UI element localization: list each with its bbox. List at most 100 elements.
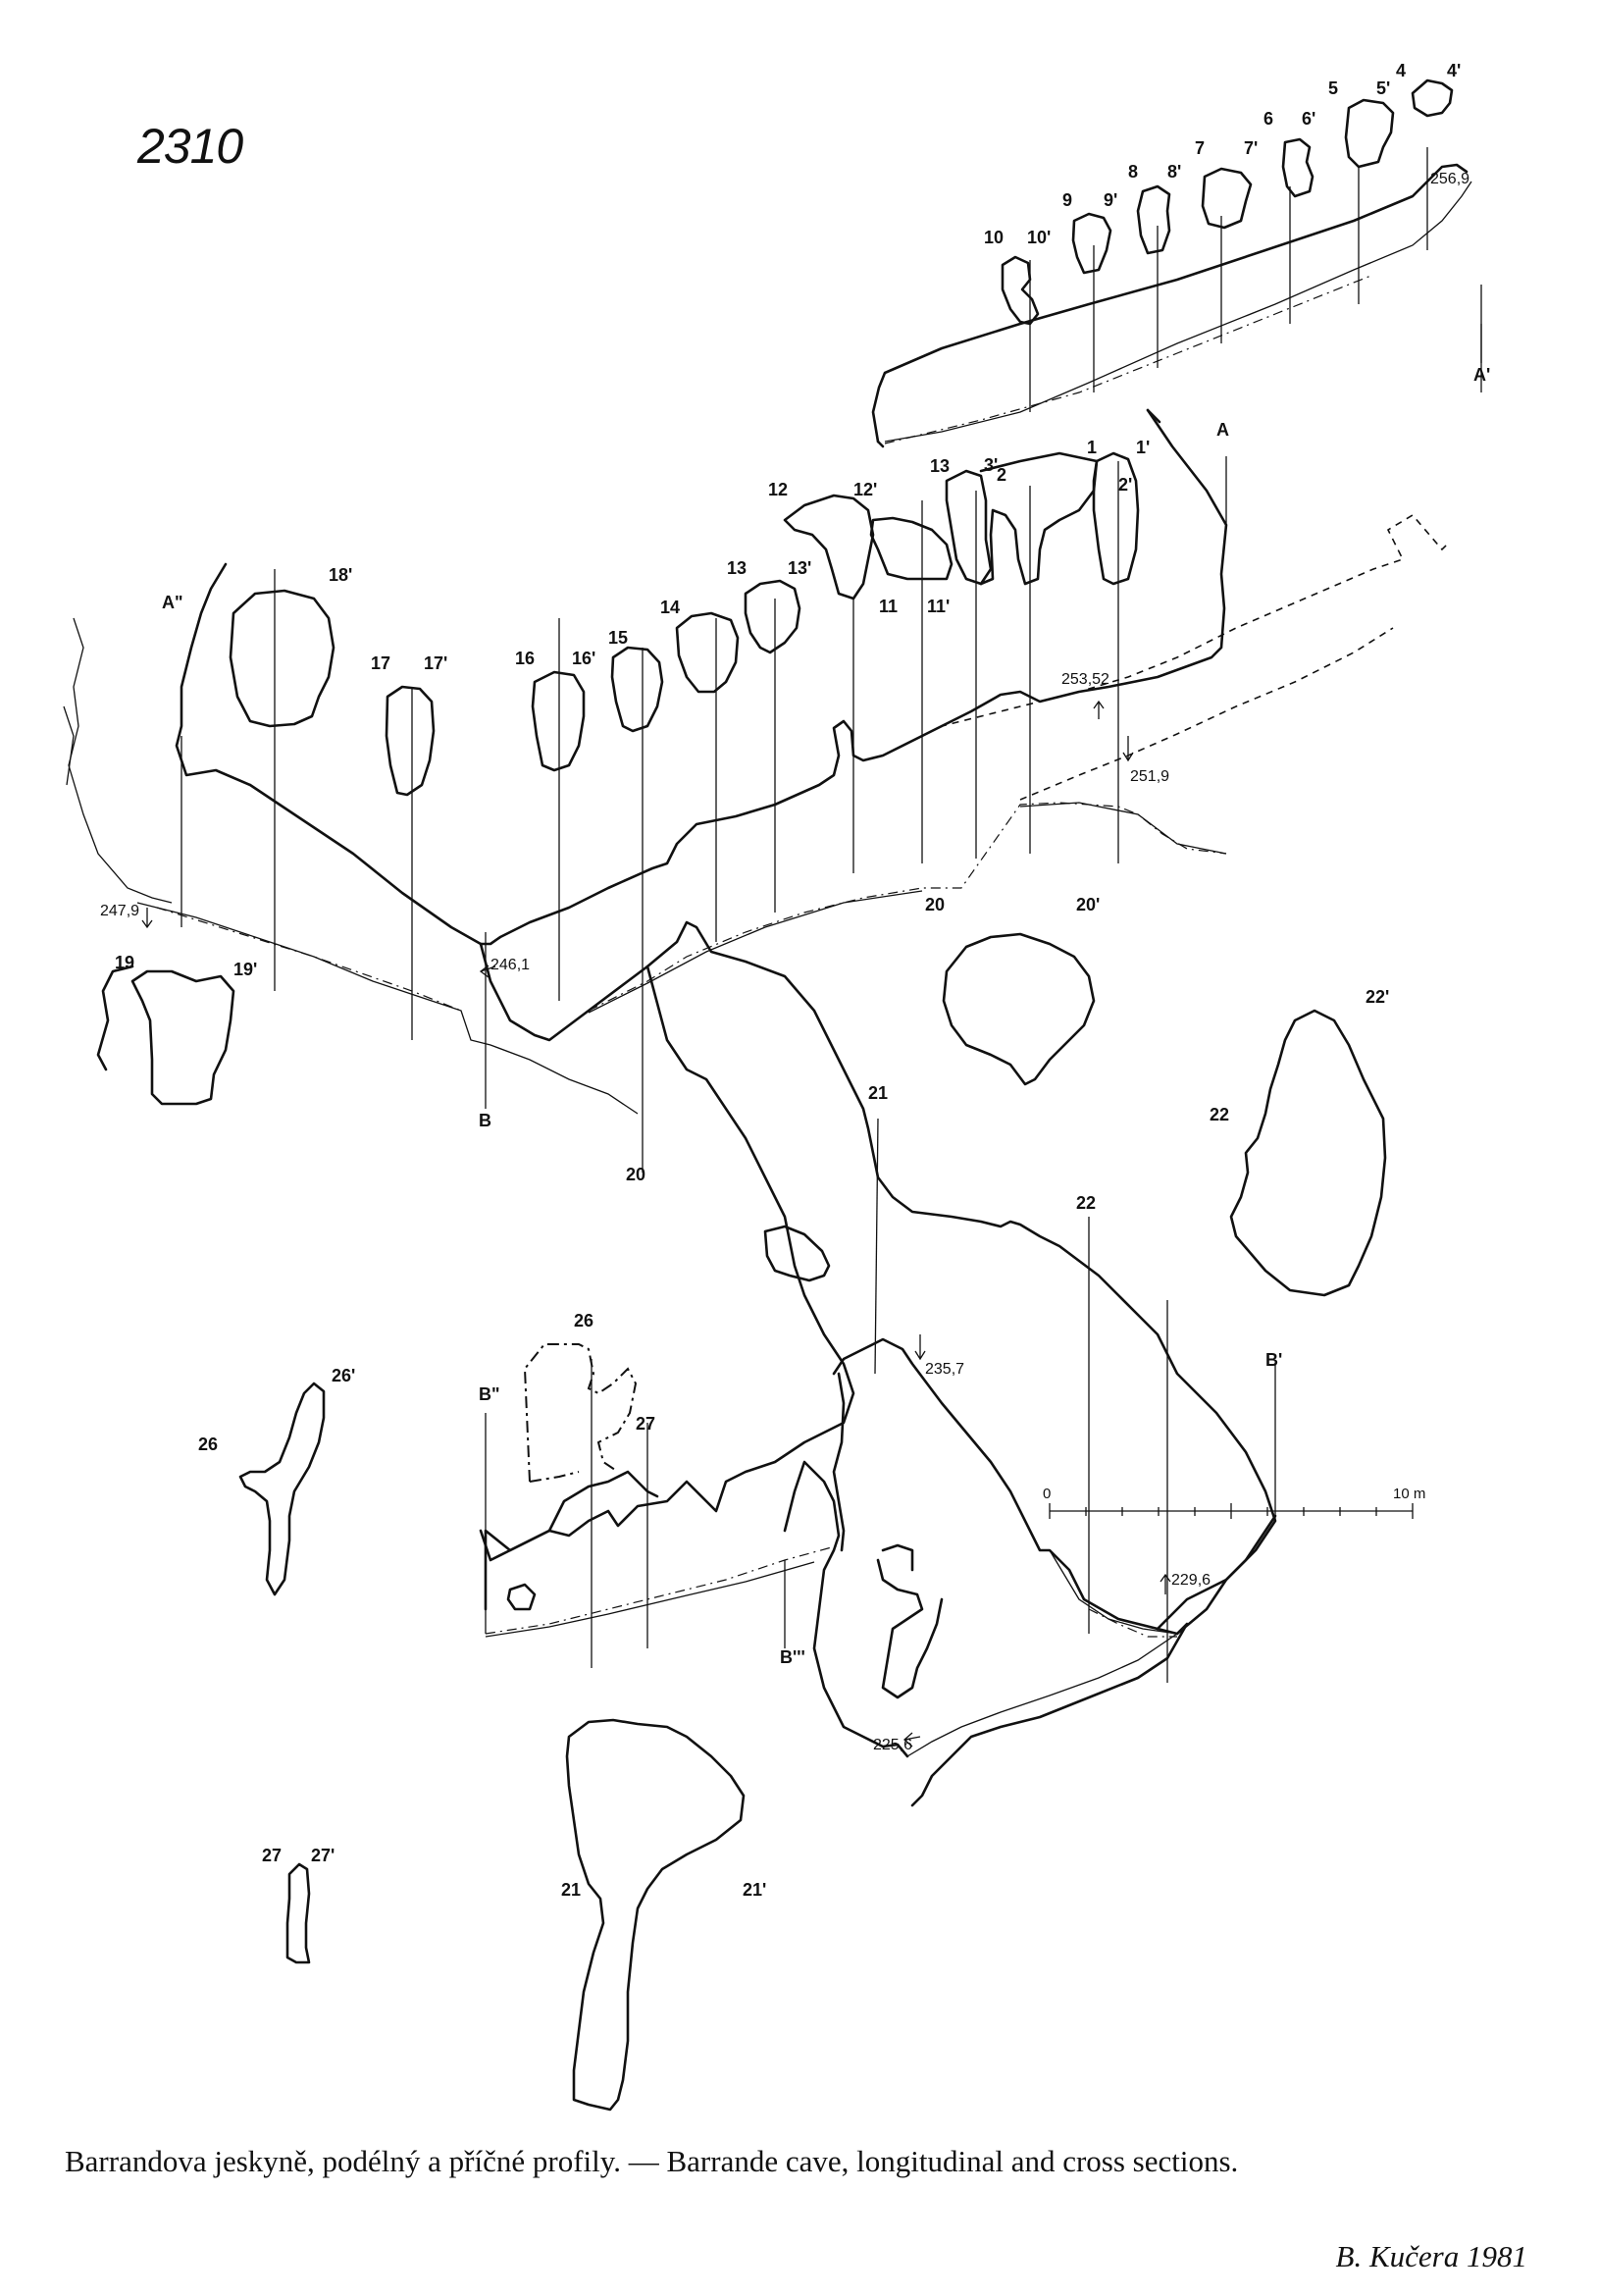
section-label: 16 [515,649,535,668]
section-label: 11 [879,597,898,616]
section-label: 20 [626,1165,645,1184]
section-4-outline [1411,78,1454,118]
elevation-label: 225,6 [873,1737,912,1753]
section-label: 26 [198,1435,218,1454]
section-3-outline [945,469,993,586]
section-label: 10 [984,228,1004,247]
section-label: 26' [332,1366,355,1385]
section-label: 5 [1328,78,1338,98]
profile-label-b2: B" [479,1384,500,1404]
section-label: 9' [1104,190,1117,210]
section-label: 12 [768,480,788,499]
section-label: 8 [1128,162,1138,182]
profile-label-b1: B' [1265,1350,1282,1370]
section-label: 3' [984,455,998,475]
section-label: 14 [660,598,680,617]
section-label: 7 [1195,138,1205,158]
profile-label-a1: A' [1473,365,1490,385]
figure-author: B. Kučera 1981 [1335,2239,1527,2273]
section-14-outline [675,611,740,694]
elevation-label: 229,6 [1171,1572,1211,1589]
longitudinal-profile-b [484,1337,1277,1807]
profile-label-b3: B''' [780,1647,805,1667]
section-label: 21 [868,1083,888,1103]
elevation-label: 251,9 [1130,768,1169,785]
scale-start-label: 0 [1043,1486,1051,1502]
section-label: 16' [572,649,595,668]
section-label: 17' [424,653,447,673]
section-5-outline [1344,98,1395,169]
section-label: 21 [561,1880,581,1900]
section-label: 2 [997,465,1006,485]
section-label: 26 [574,1311,593,1331]
section-numbers: 4 4' 5 5' 6 6' 7 7' 8 8' 9 9' 10 10' 1 1… [115,61,1461,1900]
section-label: 21' [743,1880,766,1900]
section-1-outline [1092,451,1140,586]
section-label: 13 [930,456,950,476]
section-16-outline [531,670,586,772]
section-label: 22 [1210,1105,1229,1124]
section-17-outline [385,685,436,797]
section-label: 27' [311,1846,335,1865]
blob-outline [763,1225,831,1282]
section-label: 13 [727,558,747,578]
profile-label-a2: A" [162,593,183,612]
elevation-label: 246,1 [490,957,530,973]
section-2-outline [979,451,1099,586]
section-label: 27 [636,1414,655,1434]
section-label: 5' [1376,78,1390,98]
section-label: 1 [1087,438,1097,457]
elevation-label: 235,7 [925,1361,964,1378]
section-label: 22 [1076,1193,1096,1213]
section-27-outline [285,1862,311,1964]
section-label: 8' [1167,162,1181,182]
longitudinal-profile-a [871,163,1472,448]
profile-label-b: B [479,1111,491,1130]
section-label: 4' [1447,61,1461,80]
section-6-outline [1281,137,1314,198]
section-label: 20' [1076,895,1100,914]
section-label: 10' [1027,228,1051,247]
section-18-outline [229,589,335,728]
section-19-outline [130,969,235,1106]
section-label: 19 [115,953,134,972]
section-label: 1' [1136,438,1150,457]
profile-labels: A A' A" B B' B" B''' [162,365,1490,1667]
section-label: 20 [925,895,945,914]
section-label: 4 [1396,61,1406,80]
section-8-outline [1136,184,1171,255]
page-number: 2310 [137,119,243,174]
section-label: 27 [262,1846,282,1865]
elevation-values: 256,9 253,52 251,9 247,9 246,1 235,7 229… [100,171,1469,1753]
section-label: 18' [329,565,352,585]
section-11-outline [869,516,954,581]
section-26-outline [238,1382,326,1596]
scale-bar: 0 10 m [1043,1486,1425,1519]
section-label: 19' [233,960,257,979]
section-22-outline [1229,1009,1387,1297]
section-label: 22' [1366,987,1389,1007]
elevation-label: 256,9 [1430,171,1469,187]
section-10-outline [1001,255,1040,326]
section-label: 13' [788,558,811,578]
section-7-outline [1201,167,1253,230]
elevation-label: 247,9 [100,903,139,919]
section-label: 6 [1263,109,1273,129]
elevation-label: 253,52 [1061,671,1109,688]
section-label: 11' [927,597,950,616]
section-label: 15 [608,628,628,648]
section-label: 9 [1062,190,1072,210]
section-lines [180,147,1482,1683]
cross-sections [63,78,1454,2112]
elevation-arrows [141,700,1171,1748]
section-20-outline [942,932,1096,1086]
section-21-outline [565,1718,746,2112]
section-label: 2' [1118,475,1132,495]
section-label: 6' [1302,109,1315,129]
section-12-outline [783,494,875,600]
scale-end-label: 10 m [1393,1486,1425,1502]
profile-label-a: A [1216,420,1229,440]
section-label: 7' [1244,138,1258,158]
figure-caption: Barrandova jeskyně, podélný a příčné pro… [65,2144,1239,2178]
